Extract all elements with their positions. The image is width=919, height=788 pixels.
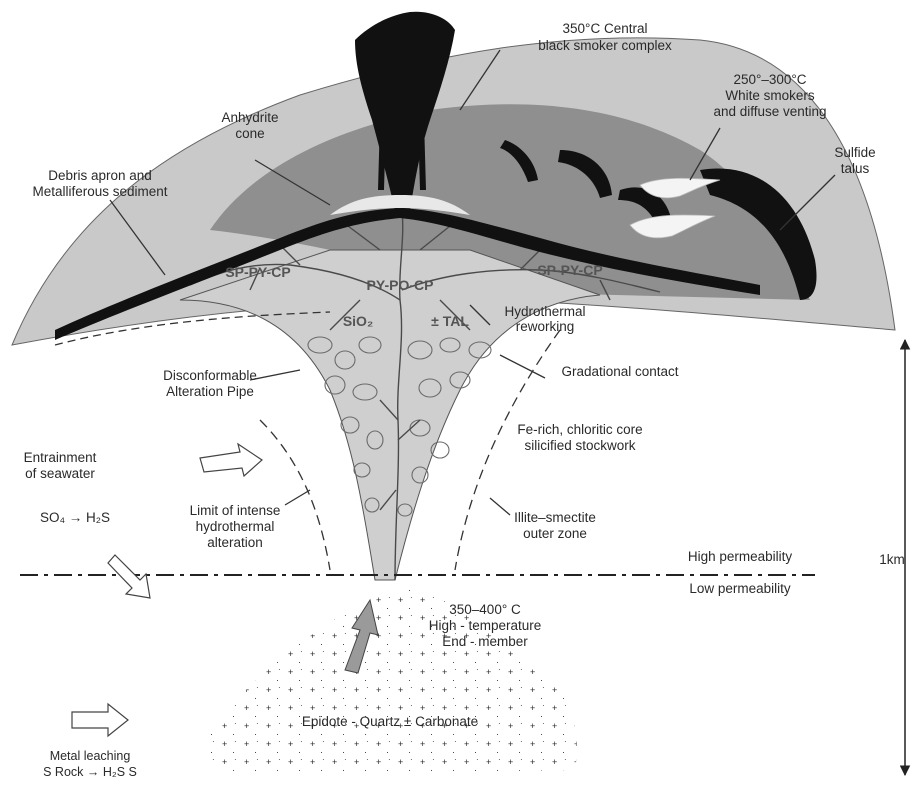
label-fe-rich-1: Fe-rich, chloritic core <box>517 422 642 437</box>
epidote-speckle-zone <box>207 588 577 775</box>
label-zone-right: SP-PY-CP <box>537 262 602 278</box>
label-illite-2: outer zone <box>523 526 587 541</box>
label-zone-left: SP-PY-CP <box>225 264 290 280</box>
label-limit-3: alteration <box>207 535 263 550</box>
label-epidote: Epidote - Quartz ± Carbonate <box>302 714 478 729</box>
label-endmember-2: High - temperature <box>429 618 542 633</box>
label-fe-rich-2: silicified stockwork <box>524 438 635 453</box>
label-white-smokers-2: White smokers <box>725 88 815 103</box>
label-white-smokers-1: 250°–300°C <box>733 72 806 87</box>
label-limit-1: Limit of intense <box>190 503 281 518</box>
label-illite-1: Illite–smectite <box>514 510 596 525</box>
label-high-perm: High permeability <box>688 549 793 564</box>
label-discordant-1: Disconformable <box>163 368 257 383</box>
label-limit-2: hydrothermal <box>196 519 275 534</box>
seawater-arrows <box>72 444 262 736</box>
label-hydro-2: reworking <box>516 319 575 334</box>
label-endmember-1: 350–400° C <box>449 602 521 617</box>
label-central-smoker-1: 350°C Central <box>563 21 648 36</box>
label-hydro-1: Hydrothermal <box>504 304 585 319</box>
label-white-smokers-3: and diffuse venting <box>713 104 826 119</box>
label-entrainment-1: Entrainment <box>24 450 97 465</box>
label-tal: ± TAL <box>431 313 469 329</box>
label-debris-2: Metalliferous sediment <box>32 184 167 199</box>
limit-intense-alteration <box>260 420 330 570</box>
label-scale: 1km <box>879 552 905 567</box>
label-anhydrite-1: Anhydrite <box>221 110 278 125</box>
label-anhydrite-2: cone <box>235 126 264 141</box>
label-low-perm: Low permeability <box>689 581 791 596</box>
label-sulfide-talus-2: talus <box>841 161 870 176</box>
label-debris-1: Debris apron and <box>48 168 152 183</box>
label-metal-1: Metal leaching <box>50 749 131 763</box>
label-entrainment-2: of seawater <box>25 466 95 481</box>
label-metal-2: S Rock → H₂S S <box>43 765 137 779</box>
label-sulfide-talus-1: Sulfide <box>834 145 875 160</box>
label-central-smoker-2: black smoker complex <box>538 38 672 53</box>
label-endmember-3: End - member <box>442 634 528 649</box>
label-zone-center: PY-PO-CP <box>367 277 434 293</box>
label-gradational: Gradational contact <box>561 364 678 379</box>
label-discordant-2: Alteration Pipe <box>166 384 254 399</box>
label-reaction: SO₄ → H₂S <box>40 510 110 525</box>
label-sio2: SiO₂ <box>343 313 373 329</box>
